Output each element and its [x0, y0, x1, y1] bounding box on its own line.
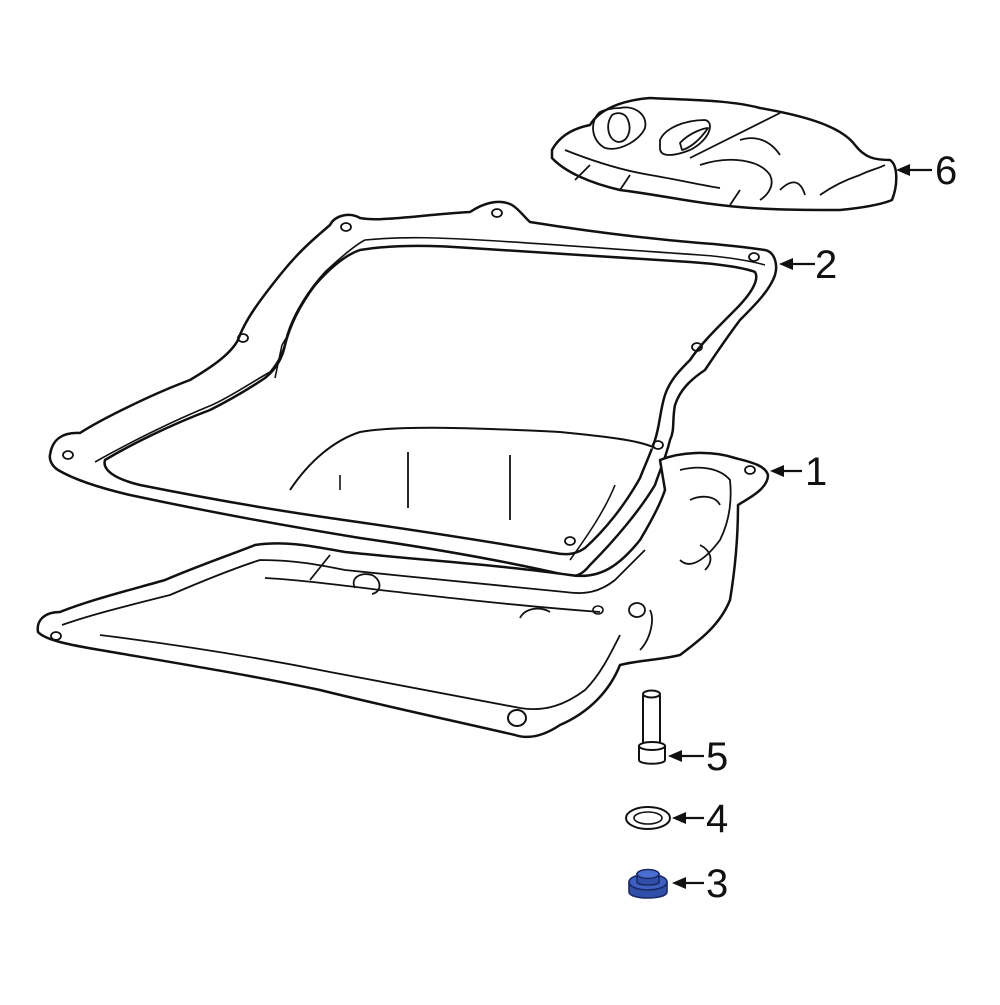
bolt-part[interactable]	[639, 691, 665, 764]
filter-part[interactable]	[552, 98, 896, 210]
callout-label-3: 3	[706, 862, 729, 906]
callout-label-4: 4	[706, 797, 729, 841]
callout-arrow-1	[770, 465, 802, 477]
gasket-part[interactable]	[50, 202, 776, 576]
callout-arrow-6	[896, 164, 932, 176]
callout-arrow-3	[672, 877, 704, 889]
drain-plug-part[interactable]	[629, 870, 667, 899]
callout-label-2: 2	[815, 243, 838, 287]
callout-arrow-2	[779, 258, 815, 270]
callout-arrow-4	[672, 812, 704, 824]
callout-arrow-5	[668, 750, 704, 762]
washer-part[interactable]	[626, 807, 670, 829]
callout-label-5: 5	[706, 735, 729, 779]
callout-label-1: 1	[805, 450, 828, 494]
callout-arrows	[668, 164, 932, 889]
callout-label-6: 6	[935, 149, 958, 193]
oil-pan-part[interactable]	[38, 428, 768, 737]
